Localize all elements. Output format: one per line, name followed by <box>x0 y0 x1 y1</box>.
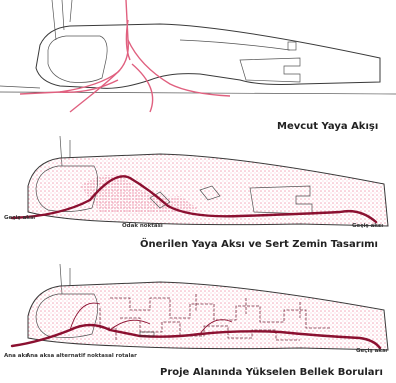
caption-memory-pipes: Proje Alanında Yükselen Bellek Boruları <box>160 367 383 378</box>
panel-proposed-axis: Geçiş aksı Odak noktası Geçiş aksı Öneri… <box>4 136 388 250</box>
caption-existing-flow: Mevcut Yaya Akışı <box>277 121 378 132</box>
inner-edge <box>180 40 290 50</box>
label-transition-axis: Geçiş aksı <box>356 348 387 354</box>
road-line-2 <box>0 86 40 88</box>
site-outline <box>36 24 380 88</box>
side-building <box>240 58 300 82</box>
caption-proposed-axis: Önerilen Yaya Aksı ve Sert Zemin Tasarım… <box>140 236 378 250</box>
pedestrian-flow-lines <box>20 0 230 112</box>
label-transition-axis-left: Geçiş aksı <box>4 215 35 221</box>
kiosk <box>288 42 296 50</box>
label-transition-axis-right: Geçiş aksı <box>352 223 383 229</box>
street-lines <box>52 0 72 40</box>
label-alternative-routes: Ana aksa alternatif noktasal rotalar <box>26 353 137 359</box>
panel-memory-pipes: Ana aks Ana aksa alternatif noktasal rot… <box>4 264 388 378</box>
panel-existing-flow: Mevcut Yaya Akışı <box>0 0 396 132</box>
label-focus-point: Odak noktası <box>122 223 163 229</box>
round-building <box>48 36 107 83</box>
project-area <box>28 282 388 350</box>
